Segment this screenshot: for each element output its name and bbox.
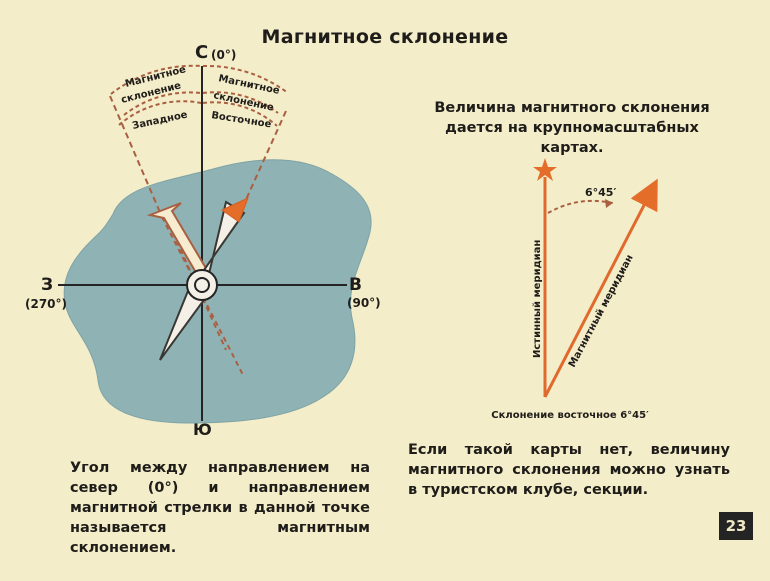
declination-arc xyxy=(547,199,614,214)
true-meridian-label: Истинный меридиан xyxy=(532,240,543,358)
magnetic-axis-dashed xyxy=(161,216,244,376)
east-arc-inner xyxy=(202,91,279,114)
north-label: С xyxy=(195,42,208,63)
north-degrees: (0°) xyxy=(211,48,236,62)
magnetic-meridian-line xyxy=(543,178,658,398)
south-label: Ю xyxy=(193,420,212,439)
east-arc xyxy=(202,64,289,94)
west-arc-lower xyxy=(118,100,202,126)
angle-label: 6°45′ xyxy=(585,186,616,199)
east-arc-lower xyxy=(202,101,278,127)
right-arc-bottom-text: Восточное xyxy=(211,110,273,130)
slide-title: Магнитное склонение xyxy=(261,26,509,48)
east-label: В xyxy=(349,275,362,295)
east-degrees: (90°) xyxy=(347,296,381,310)
top-right-caption: Величина магнитного склонения дается на … xyxy=(434,100,710,156)
declination-arc-arrow xyxy=(605,199,613,208)
left-arc-bottom-text: Западное xyxy=(131,109,188,131)
magnetic-meridian-label: Магнитный меридиан xyxy=(567,253,636,369)
west-dashed-line xyxy=(109,95,163,218)
bottom-right-caption: Если такой карты нет, величину магнитног… xyxy=(408,442,730,498)
orange-arrow-tip xyxy=(221,197,249,223)
west-degrees: (270°) xyxy=(25,297,67,311)
west-arc xyxy=(110,64,202,95)
west-label: З xyxy=(41,275,53,295)
page-number: 23 xyxy=(719,512,753,540)
bottom-left-caption: Угол между направлением на север (0°) и … xyxy=(70,460,370,556)
true-north-star xyxy=(533,158,557,181)
west-arc-inner xyxy=(123,91,202,116)
declination-caption: Склонение восточное 6°45′ xyxy=(491,410,649,421)
compass-pivot-inner xyxy=(194,277,210,293)
map-island xyxy=(63,159,372,424)
east-dashed-line xyxy=(243,110,287,205)
